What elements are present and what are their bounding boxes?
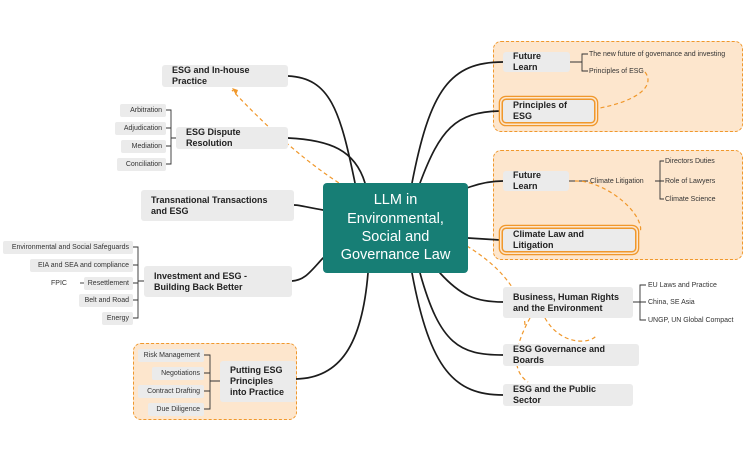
edge-investment — [291, 257, 324, 282]
edge-transnational — [293, 204, 324, 211]
leaf-contract-drafting[interactable]: Contract Drafting — [138, 385, 204, 398]
central-topic-label: LLM in Environmental, Social and Governa… — [340, 192, 451, 264]
branch-esg-dispute-resolution[interactable]: ESG Dispute Resolution — [176, 127, 288, 149]
leaf-mediation[interactable]: Mediation — [121, 140, 166, 153]
sub-principles-of-esg[interactable]: Principles of ESG — [589, 68, 644, 75]
branch-investment-and-esg[interactable]: Investment and ESG - Building Back Bette… — [144, 266, 292, 297]
edge-dispute — [287, 137, 366, 184]
sub-climate-litigation[interactable]: Climate Litigation — [590, 178, 644, 185]
edge-principles — [419, 110, 501, 184]
edge-inhouse — [287, 75, 356, 184]
leaf-fpic[interactable]: FPIC — [51, 280, 67, 287]
branch-future-learn-2[interactable]: Future Learn — [503, 170, 569, 191]
leaf-energy[interactable]: Energy — [102, 312, 133, 325]
branch-future-learn-1[interactable]: Future Learn — [503, 51, 570, 72]
relation-business-public — [515, 317, 531, 383]
leaf-belt-and-road[interactable]: Belt and Road — [79, 294, 133, 307]
sub-role-of-lawyers[interactable]: Role of Lawyers — [665, 178, 716, 185]
sub-eu-laws-and-practice[interactable]: EU Laws and Practice — [648, 282, 717, 289]
branch-climate-law-and-litigation[interactable]: Climate Law and Litigation — [503, 229, 635, 251]
sub-new-future-of-governance[interactable]: The new future of governance and investi… — [589, 51, 726, 58]
branch-esg-inhouse-practice[interactable]: ESG and In-house Practice — [162, 65, 288, 87]
branch-transnational-transactions[interactable]: Transnational Transactions and ESG — [141, 190, 294, 221]
branch-principles-of-esg[interactable]: Principles of ESG — [503, 100, 594, 122]
edge-governance — [419, 272, 504, 356]
branch-business-human-rights[interactable]: Business, Human Rights and the Environme… — [503, 287, 633, 318]
edge-future1 — [411, 61, 504, 184]
leaf-eia-sea-compliance[interactable]: EIA and SEA and compliance — [30, 259, 133, 272]
leaf-risk-management[interactable]: Risk Management — [138, 349, 204, 362]
branch-esg-and-public-sector[interactable]: ESG and the Public Sector — [503, 384, 633, 406]
leaf-environmental-social-safeguards[interactable]: Environmental and Social Safeguards — [3, 241, 133, 254]
leaf-adjudication[interactable]: Adjudication — [115, 122, 166, 135]
leaf-resettlement[interactable]: Resettlement — [84, 277, 133, 290]
branch-esg-governance-and-boards[interactable]: ESG Governance and Boards — [503, 344, 639, 366]
central-topic[interactable]: LLM in Environmental, Social and Governa… — [323, 183, 468, 273]
sub-climate-science[interactable]: Climate Science — [665, 196, 716, 203]
relation-business-governance — [544, 317, 598, 342]
leaf-conciliation[interactable]: Conciliation — [117, 158, 166, 171]
sub-directors-duties[interactable]: Directors Duties — [665, 158, 715, 165]
edge-business — [439, 272, 504, 303]
sub-china-se-asia[interactable]: China, SE Asia — [648, 299, 695, 306]
leaf-arbitration[interactable]: Arbitration — [120, 104, 166, 117]
edge-public — [411, 272, 504, 396]
leaf-negotiations[interactable]: Negotiations — [152, 367, 204, 380]
relation-principles — [599, 71, 649, 109]
edge-practice — [295, 272, 369, 380]
branch-putting-esg-into-practice[interactable]: Putting ESG Principles into Practice — [220, 361, 296, 402]
leaf-due-diligence[interactable]: Due Diligence — [148, 403, 204, 416]
edge-climate-law — [467, 237, 501, 241]
sub-ungp-un-global-compact[interactable]: UNGP, UN Global Compact — [648, 317, 734, 324]
